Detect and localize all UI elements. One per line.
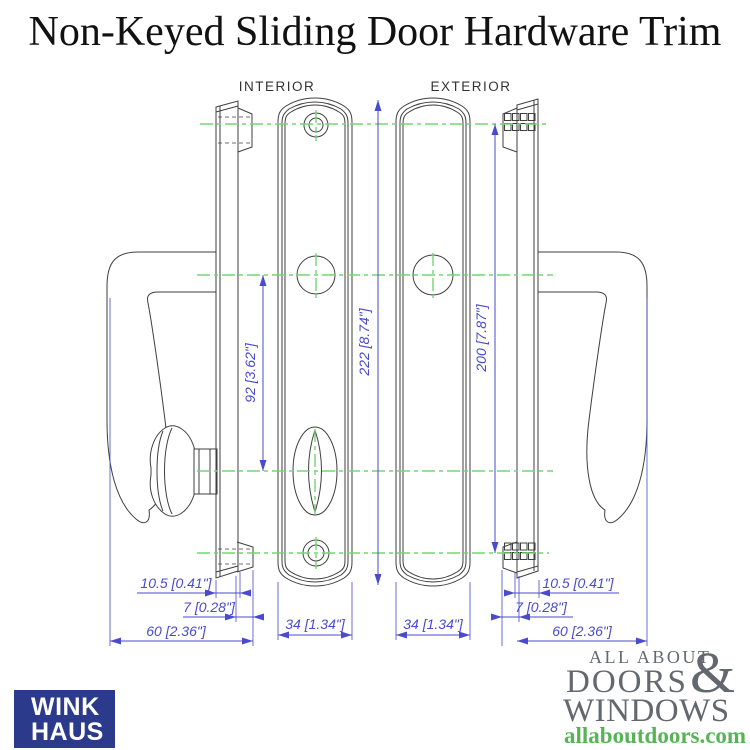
exterior-mounting-profile [502,98,539,579]
knurl-pattern-bottom [504,542,536,560]
exterior-trim-plate [395,97,471,587]
logo-all-about: ALL ABOUT [589,647,712,667]
all-about-doors-logo: ALL ABOUT & DOORS WINDOWS allaboutdoors.… [560,640,748,748]
centerlines [197,110,553,569]
dim-depth-left: 60 [2.36"] [146,623,207,639]
interior-mounting-profile [215,100,254,579]
dimension-annotations: 92 [3.62"] 222 [8.74"] 200 [7.87"] 10.5 … [109,100,648,646]
knurled-boss-top [502,107,518,153]
logo-doors: DOORS [566,664,688,700]
logo-url: allaboutdoors.com [564,723,747,748]
dim-200: 200 [7.87"] [473,303,489,372]
dim-width-interior: 34 [1.34"] [285,616,346,632]
dim-offset-left: 10.5 [0.41"] [140,575,212,591]
logo-ampersand: & [690,640,736,705]
fixing-boss-bottom [236,541,254,573]
thumbturn-knob [149,425,218,517]
winkhaus-logo-line2: HAUS [31,718,104,746]
dim-depth-right: 60 [2.36"] [552,623,613,639]
knurl-pattern-top [504,113,536,131]
page-title: Non-Keyed Sliding Door Hardware Trim [28,9,722,55]
logo-windows: WINDOWS [563,693,730,729]
exterior-view-label: EXTERIOR [430,79,511,94]
exterior-handle [538,251,648,524]
dim-offset-right: 10.5 [0.41"] [542,575,614,591]
dim-92: 92 [3.62"] [242,342,258,403]
knurled-boss-bottom [502,541,518,574]
dim-thickness-right: 7 [0.28"] [515,599,568,615]
fixing-boss-top [237,107,253,153]
interior-view-label: INTERIOR [239,79,316,94]
dim-thickness-left: 7 [0.28"] [183,599,236,615]
dim-222: 222 [8.74"] [356,307,372,376]
winkhaus-logo-line1: WINK [31,693,100,721]
dim-width-exterior: 34 [1.34"] [403,616,464,632]
winkhaus-logo: WINK HAUS [14,690,115,748]
interior-handle [106,251,216,524]
